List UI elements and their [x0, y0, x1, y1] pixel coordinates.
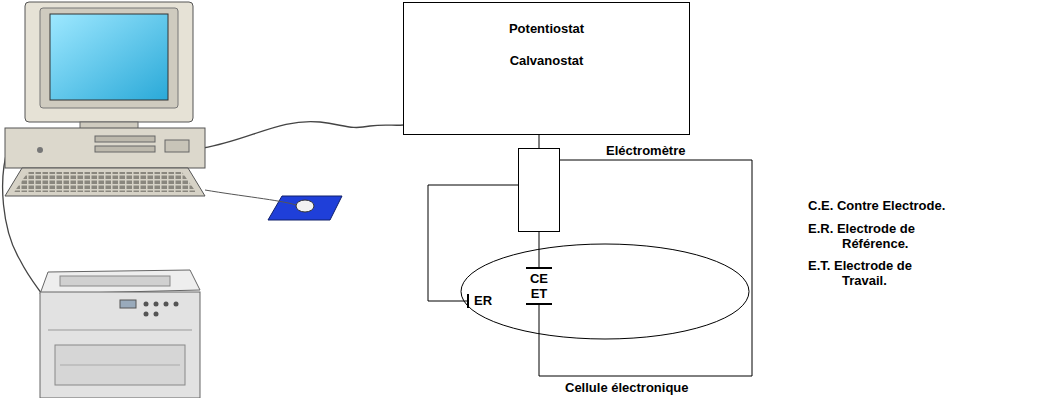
- printer: [40, 270, 200, 398]
- ellipse-outline: [460, 243, 750, 340]
- cell-ellipse: ER CEET: [460, 243, 750, 340]
- wire: [539, 135, 540, 148]
- legend-entry: E.R. Electrode de Référence.: [808, 221, 958, 251]
- node-text: CE: [526, 271, 552, 286]
- mouse: [296, 200, 314, 212]
- wire: [539, 232, 540, 268]
- legend-entry: C.E. Contre Electrode.: [808, 198, 986, 213]
- wire: [428, 185, 518, 301]
- cpu-case: [5, 128, 205, 168]
- mouse-pad: [268, 196, 342, 220]
- electrode-plate: [526, 267, 552, 269]
- node-text: Potentiostat: [509, 21, 584, 36]
- legend-entry: E.T. Electrode de Travail.: [808, 258, 958, 288]
- instrument-box: PotentiostatCalvanostat: [403, 2, 690, 135]
- data-cable: [203, 122, 403, 148]
- monitor: [25, 2, 193, 122]
- electrode-plate: [526, 303, 552, 305]
- node-text: ET: [526, 286, 552, 301]
- cell-caption: Cellule électronique: [565, 380, 689, 395]
- wire: [539, 160, 752, 376]
- keyboard: [5, 168, 205, 196]
- electrometer-box: Eléctromètre: [518, 148, 560, 232]
- node-text: ER: [474, 293, 492, 308]
- node-text: Eléctromètre: [606, 143, 685, 158]
- screen: [50, 14, 168, 100]
- node-text: Calvanostat: [510, 53, 584, 68]
